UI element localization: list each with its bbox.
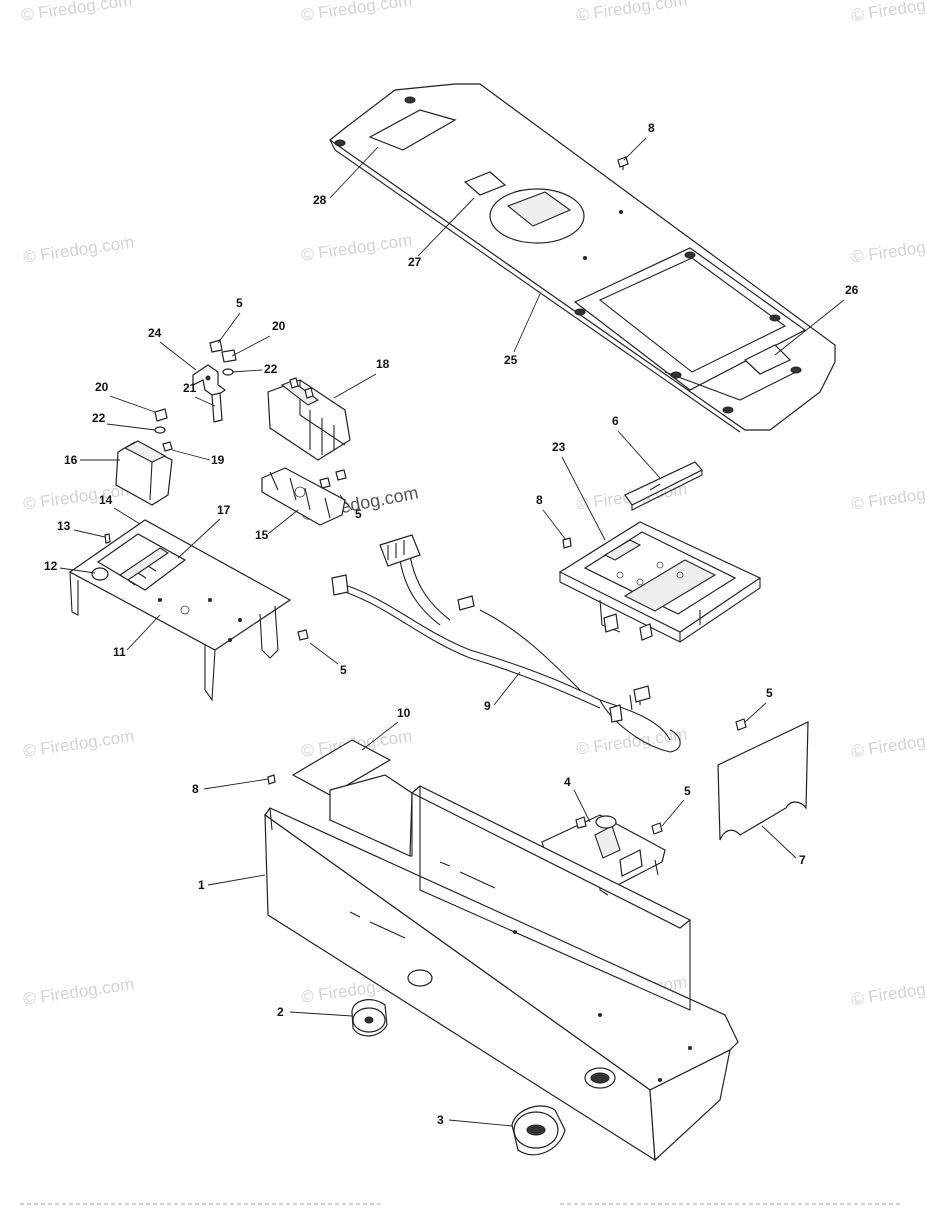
callout-leader-line: [448, 1119, 513, 1127]
part-8-screw-top: [617, 156, 629, 170]
callout-leader-line: [231, 369, 263, 373]
callout-leader-line: [573, 789, 591, 823]
callout-number: 17: [217, 503, 231, 517]
callout-leader-line: [661, 799, 685, 827]
part-18-contactor: [267, 377, 351, 461]
part-1-chassis: [264, 774, 739, 1162]
callout-number: 3: [437, 1113, 444, 1127]
part-7-side-panel: [717, 718, 809, 841]
callout-leader-line: [159, 341, 197, 371]
callout-number: 28: [313, 193, 327, 207]
callout-leader-line: [513, 293, 541, 353]
callout-number: 12: [44, 559, 58, 573]
callout-number: 6: [612, 414, 619, 428]
callout-number: 10: [397, 706, 411, 720]
callout-number: 4: [564, 775, 571, 789]
callout-leader-line: [217, 312, 241, 344]
callout-number: 8: [192, 782, 199, 796]
part-11-bracket-plate: [68, 519, 309, 702]
part-25-top-panel: [328, 83, 836, 433]
callout-number: 8: [648, 121, 655, 135]
callout-number: 15: [255, 528, 269, 542]
callout-leader-line: [106, 423, 156, 431]
callout-number: 24: [148, 326, 162, 340]
callout-leader-line: [194, 396, 216, 407]
callout-number: 7: [799, 853, 806, 867]
callout-number: 20: [272, 319, 286, 333]
callout-leader-line: [113, 507, 141, 525]
part-23-control-panel: [558, 521, 762, 643]
part-24-bracket: [192, 364, 227, 398]
bracket-hardware: [154, 339, 237, 452]
callout-leader-line: [333, 373, 377, 399]
part-6-cover: [624, 461, 703, 511]
callout-number: 8: [536, 493, 543, 507]
callout-leader-line: [339, 494, 353, 511]
callout-leader-line: [126, 614, 161, 651]
callout-leader-line: [177, 518, 221, 559]
callout-leader-line: [267, 509, 299, 535]
callout-leader-line: [561, 456, 606, 541]
callout-leader-line: [207, 874, 266, 886]
callout-leader-line: [329, 146, 379, 199]
part-15-terminal-block: [261, 467, 347, 526]
callout-leader-line: [171, 449, 211, 461]
callout-leader-line: [542, 509, 567, 541]
callout-number: 16: [64, 453, 78, 467]
callout-number: 22: [92, 411, 106, 425]
callout-leader-line: [59, 567, 96, 574]
callout-number: 20: [95, 380, 109, 394]
callout-leader-line: [109, 395, 156, 413]
callout-leader-line: [73, 529, 106, 538]
callout-number: 13: [57, 519, 71, 533]
callout-number: 27: [408, 255, 422, 269]
callout-number: 5: [766, 686, 773, 700]
callout-number: 5: [684, 784, 691, 798]
part-16-module: [115, 440, 173, 506]
callout-leaders: [59, 137, 845, 1127]
part-2-foot: [351, 999, 388, 1037]
callout-leader-line: [493, 671, 521, 706]
callout-leader-line: [203, 778, 269, 790]
callout-number: 22: [264, 362, 278, 376]
part-10-label: [267, 739, 392, 796]
bottom-border: [0, 1194, 927, 1205]
callout-number: 19: [211, 453, 225, 467]
callout-number: 1: [198, 878, 205, 892]
callout-leader-line: [774, 299, 845, 356]
callout-leader-line: [623, 137, 647, 161]
callout-number: 21: [183, 381, 197, 395]
callout-leader-line: [744, 702, 767, 723]
callout-number: 14: [99, 493, 113, 507]
callout-leader-line: [761, 825, 797, 859]
part-4-circuit-board: [541, 814, 666, 896]
callout-number: 9: [484, 699, 491, 713]
callout-number: 25: [504, 353, 518, 367]
callout-number: 5: [236, 296, 243, 310]
callout-number: 5: [355, 507, 362, 521]
callout-number: 23: [552, 440, 566, 454]
callout-leader-line: [417, 197, 475, 257]
part-3-foot: [511, 1105, 566, 1156]
callout-number: 11: [113, 645, 126, 659]
callout-number: 2: [277, 1005, 284, 1019]
callout-leader-line: [231, 335, 271, 357]
callout-number: 5: [340, 663, 347, 677]
callout-number: 26: [845, 283, 859, 297]
callout-leader-line: [617, 430, 661, 479]
callout-leader-line: [289, 1011, 353, 1017]
part-9-wiring-harness: [331, 534, 681, 753]
callout-leader-line: [309, 642, 339, 665]
callout-leader-line: [361, 721, 399, 751]
callout-number: 18: [376, 357, 390, 371]
